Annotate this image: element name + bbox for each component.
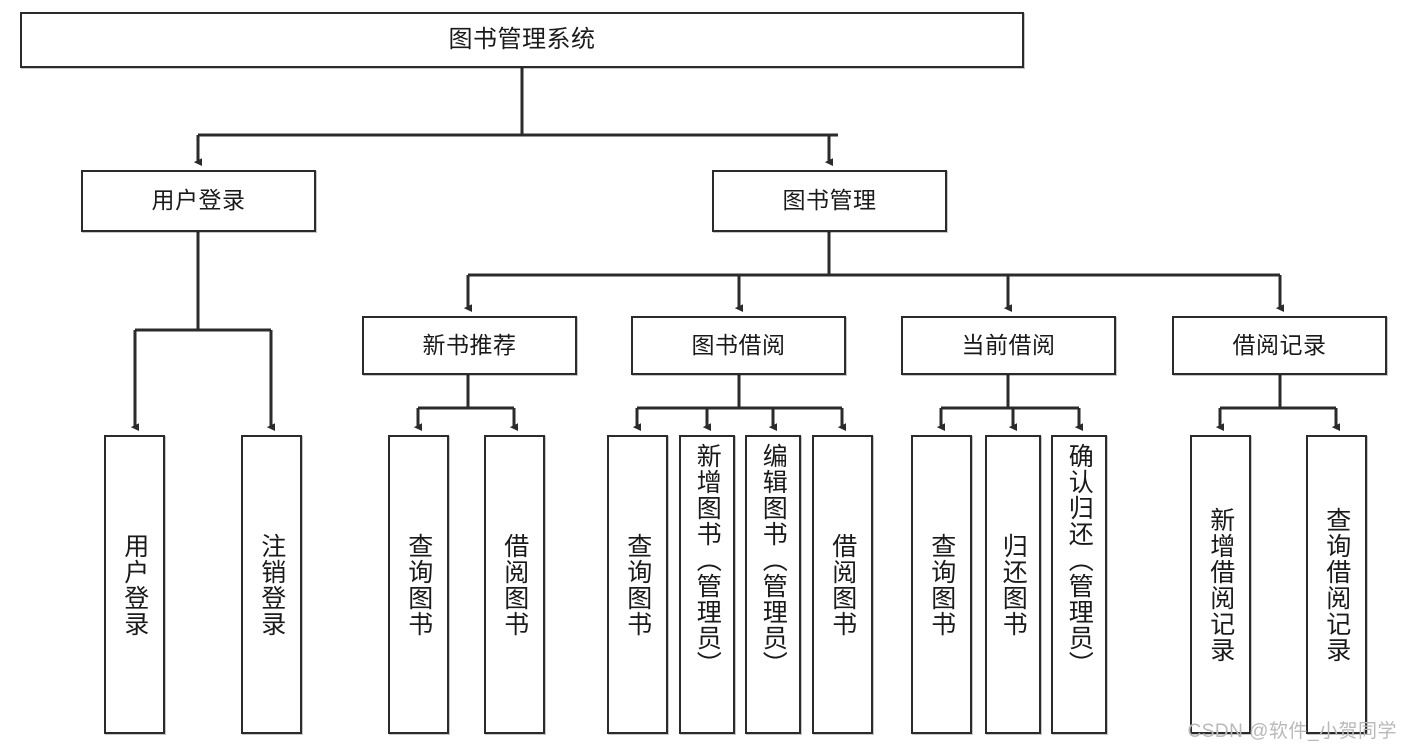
node-leaf-add-book[interactable]: 新增图书（管理员）	[679, 435, 735, 734]
node-leaf-query-book-borrow[interactable]: 查询图书	[607, 435, 668, 734]
node-leaf-edit-book-label: 编辑图书（管理员）	[759, 443, 788, 677]
node-leaf-add-book-label: 新增图书（管理员）	[693, 443, 722, 677]
node-leaf-user-login-label: 用户登录	[120, 532, 149, 637]
node-leaf-edit-book[interactable]: 编辑图书（管理员）	[745, 435, 801, 734]
node-leaf-confirm-return-label: 确认归还（管理员）	[1065, 443, 1094, 677]
node-leaf-query-book-borrow-label: 查询图书	[623, 532, 652, 637]
node-book-management-label: 图书管理	[782, 187, 877, 214]
node-leaf-query-book-current[interactable]: 查询图书	[911, 435, 972, 734]
csdn-watermark: CSDN @软件_小贺同学	[1187, 721, 1397, 742]
node-new-book-recommend[interactable]: 新书推荐	[362, 316, 577, 375]
node-leaf-borrow-book-borrow[interactable]: 借阅图书	[812, 435, 873, 734]
node-leaf-borrow-book-new[interactable]: 借阅图书	[484, 435, 545, 734]
node-user-login-label: 用户登录	[151, 187, 246, 214]
node-leaf-query-borrow-record[interactable]: 查询借阅记录	[1306, 435, 1367, 734]
node-leaf-add-borrow-record[interactable]: 新增借阅记录	[1190, 435, 1251, 734]
node-leaf-confirm-return[interactable]: 确认归还（管理员）	[1051, 435, 1107, 734]
node-leaf-query-book-new[interactable]: 查询图书	[388, 435, 449, 734]
node-user-login[interactable]: 用户登录	[81, 170, 316, 232]
node-current-borrow-label: 当前借阅	[961, 331, 1056, 358]
node-leaf-query-book-current-label: 查询图书	[927, 532, 956, 637]
node-leaf-return-book[interactable]: 归还图书	[985, 435, 1041, 734]
node-leaf-user-logout[interactable]: 注销登录	[241, 435, 302, 734]
node-root-label: 图书管理系统	[448, 25, 596, 53]
node-leaf-user-login[interactable]: 用户登录	[104, 435, 165, 734]
node-leaf-query-book-new-label: 查询图书	[404, 532, 433, 637]
node-leaf-query-borrow-record-label: 查询借阅记录	[1322, 506, 1351, 663]
node-leaf-borrow-book-new-label: 借阅图书	[500, 532, 529, 637]
node-leaf-borrow-book-borrow-label: 借阅图书	[828, 532, 857, 637]
node-book-borrow-label: 图书借阅	[691, 331, 786, 358]
node-book-borrow[interactable]: 图书借阅	[631, 316, 846, 375]
node-borrow-record[interactable]: 借阅记录	[1172, 316, 1387, 375]
node-root-book-management-system[interactable]: 图书管理系统	[20, 12, 1024, 68]
node-current-borrow[interactable]: 当前借阅	[901, 316, 1116, 375]
node-book-management[interactable]: 图书管理	[712, 170, 947, 232]
node-new-book-recommend-label: 新书推荐	[422, 331, 517, 358]
node-leaf-add-borrow-record-label: 新增借阅记录	[1206, 506, 1235, 663]
node-leaf-user-logout-label: 注销登录	[257, 532, 286, 637]
node-leaf-return-book-label: 归还图书	[999, 532, 1028, 637]
node-borrow-record-label: 借阅记录	[1232, 331, 1327, 358]
